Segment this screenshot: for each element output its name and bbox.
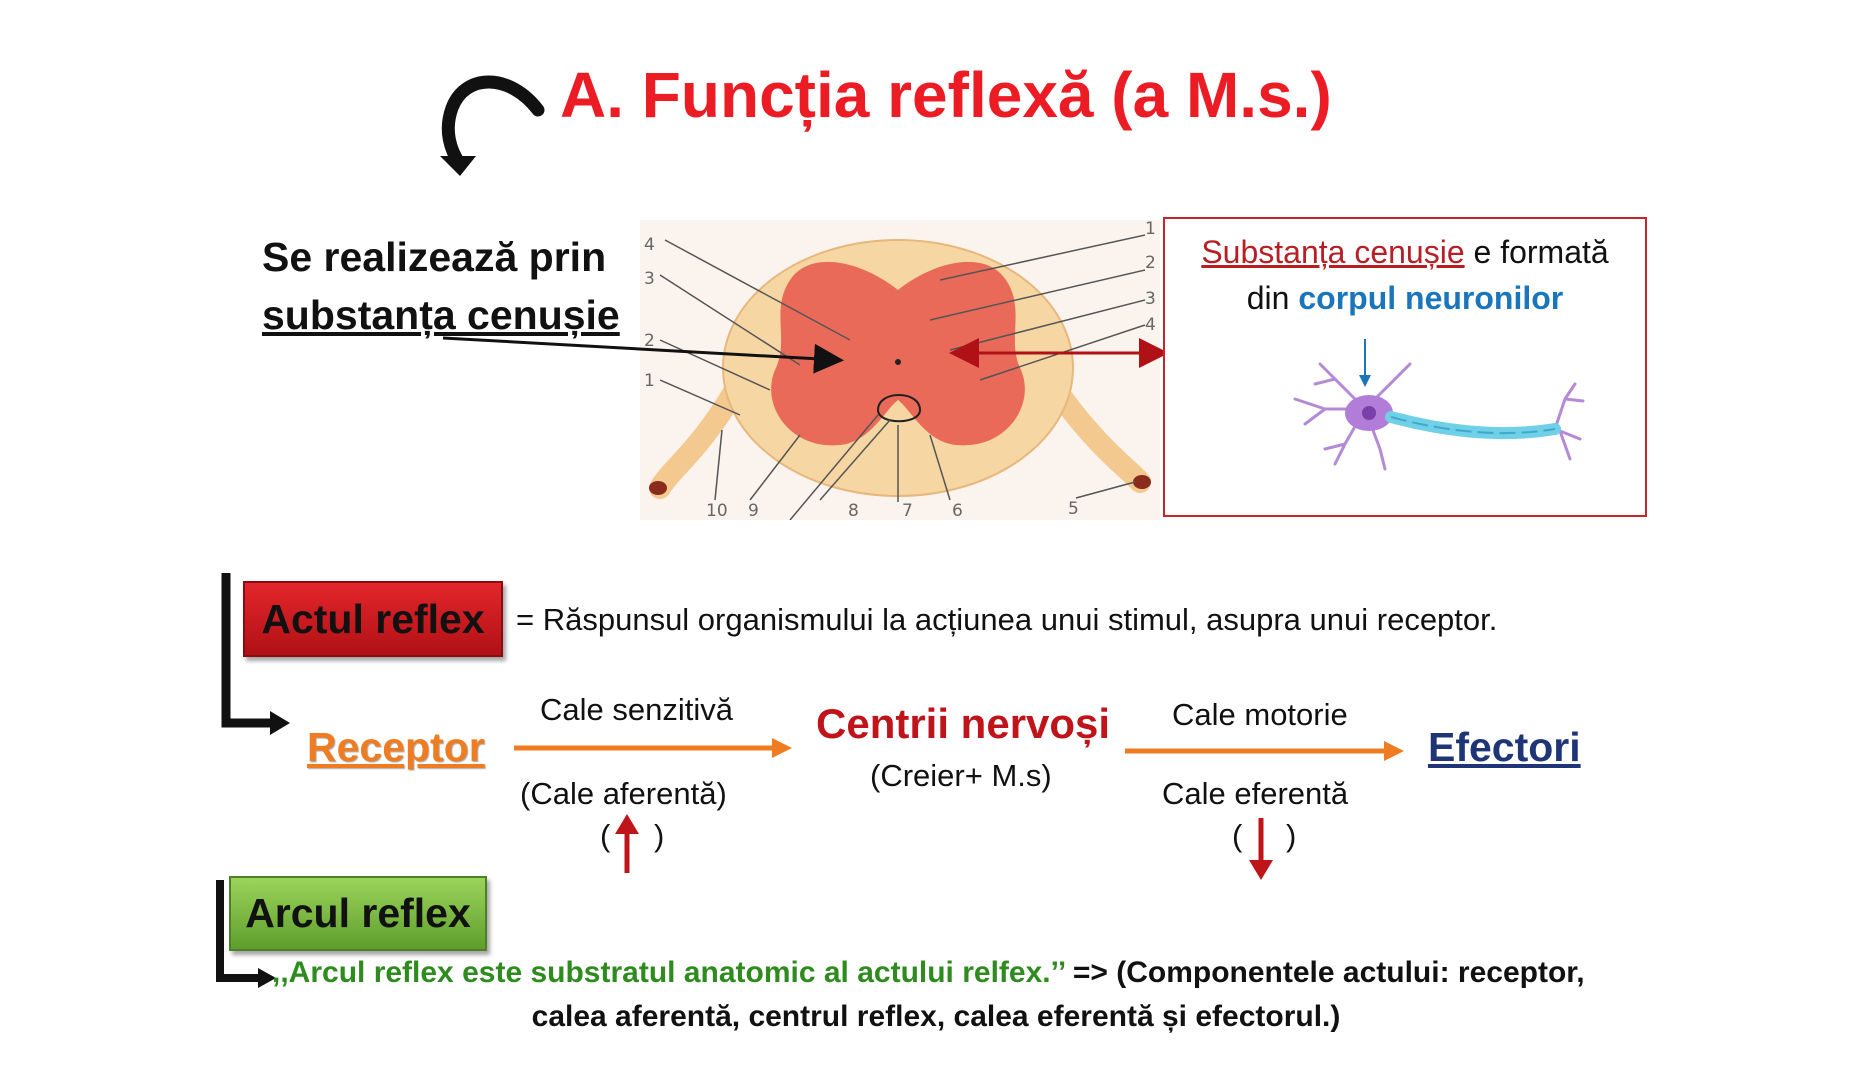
intro-line1: Se realizează prin [262,234,607,280]
arrow-down-icon [1249,818,1273,880]
arcul-reflex-label: Arcul reflex [229,876,487,951]
arrow-up-icon [615,814,639,873]
diagram-number: 2 [644,331,655,351]
actul-reflex-label: Actul reflex [243,581,503,657]
diagram-number: 9 [748,501,759,520]
intro-line2: substanța cenușie [262,292,620,338]
diagram-number: 5 [1068,499,1079,519]
centrii-nervosi-label: Centrii nervoși [816,700,1111,747]
arcul-definition: ,,Arcul reflex este substratul anatomic … [272,956,1585,990]
intro-text: Se realizează prin substanța cenușie [262,228,620,344]
arcul-components: calea aferentă, centrul reflex, calea ef… [531,1000,1341,1033]
paren-close: ) [654,818,665,853]
elbow-arrow-icon [216,880,276,988]
pointer-arrow [442,336,844,374]
paren-open: ( [600,818,611,853]
neuron-illustration [1293,339,1585,471]
cale-eferenta-label: Cale eferentă [1162,776,1349,811]
diagram-number: 3 [1145,289,1156,309]
curved-arrow-icon [440,75,545,176]
cale-senzitiva-label: Cale senzitivă [540,692,733,727]
centrii-subtitle: (Creier+ M.s) [870,758,1052,793]
cale-aferenta-label: (Cale aferentă) [520,776,727,811]
info-term: Substanța cenușie [1201,234,1465,270]
page-title: A. Funcția reflexă (a M.s.) [560,59,1332,131]
efectori-label: Efectori [1428,724,1581,770]
diagram-number: 1 [1145,220,1156,239]
paren-close: ) [1286,818,1297,853]
diagram-number: 3 [644,269,655,289]
info-text: Substanța cenușie e formată din corpul n… [1165,229,1645,321]
diagram-number: 6 [952,501,963,520]
arrow-right-icon [514,738,792,758]
diagram-number: 1 [644,371,655,391]
info-text1: e formată [1464,234,1609,270]
diagram-number: 8 [848,501,859,520]
arcul-quote: ,,Arcul reflex este substratul anatomic … [272,956,1065,989]
elbow-arrow-icon [221,573,290,735]
diagram-number: 7 [902,501,913,520]
spinal-cord-diagram: 4 3 2 1 10 9 8 7 6 5 1 2 3 4 [640,220,1160,520]
diagram-number: 2 [1145,253,1156,273]
cale-motorie-label: Cale motorie [1172,697,1348,732]
diagram-number: 4 [1145,315,1156,335]
info-box: Substanța cenușie e formată din corpul n… [1163,217,1647,517]
actul-reflex-definition: = Răspunsul organismului la acțiunea unu… [516,602,1498,637]
diagram-number: 10 [706,501,728,520]
diagram-number: 4 [644,235,655,255]
info-text2: din [1246,280,1299,316]
receptor-label: Receptor [307,724,485,770]
info-highlight: corpul neuronilor [1298,280,1564,316]
paren-open: ( [1232,818,1243,853]
arcul-after: => (Componentele actului: receptor, [1064,956,1585,989]
arrow-right-icon [1125,741,1404,761]
